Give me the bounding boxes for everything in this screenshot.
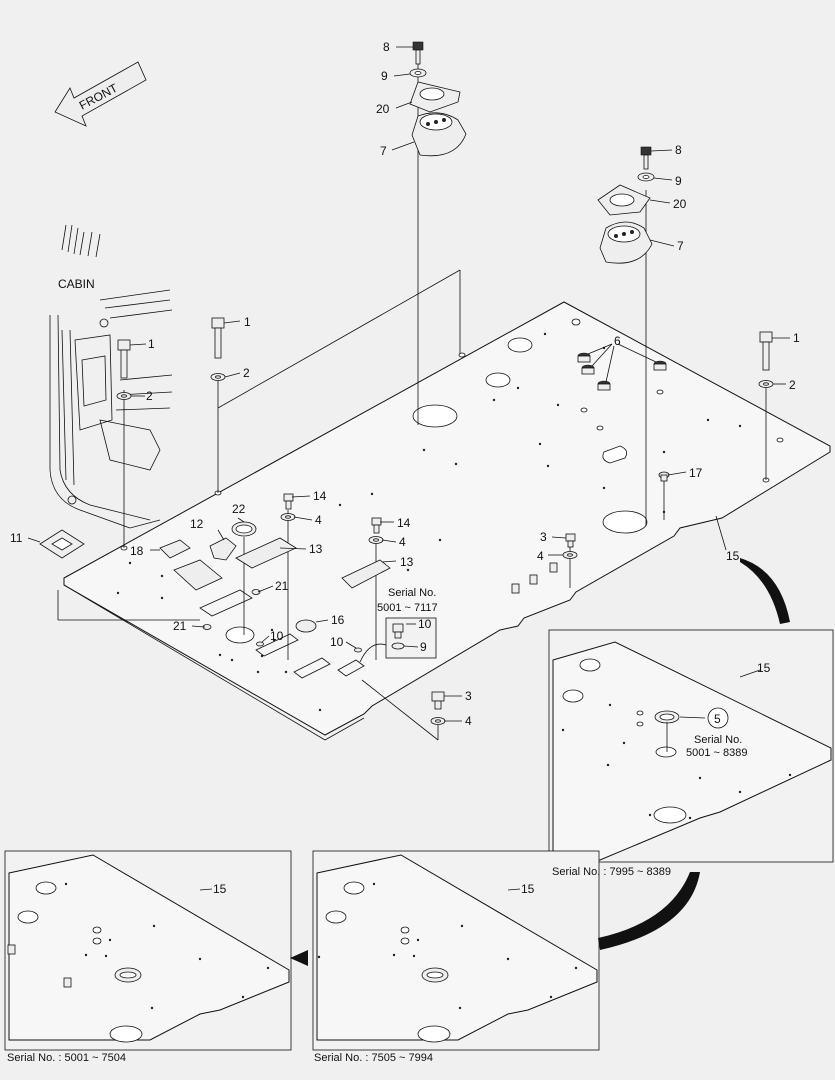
callout-16: 16 [331,613,345,627]
callout-21: 21 [173,619,187,633]
cabin-sketch: CABIN [49,224,173,529]
callout-12: 12 [190,517,204,531]
callout-22: 22 [232,502,246,516]
serial-range-a: 5001 ~ 7117 [377,602,438,614]
callout-3: 3 [465,689,472,703]
callout-8: 8 [675,143,682,157]
callout-1: 1 [148,337,155,351]
callout-13: 13 [400,555,414,569]
callout-15: 15 [757,661,771,675]
callout-4: 4 [465,714,472,728]
callout-15: 15 [213,882,227,896]
callout-18: 18 [130,544,144,558]
callout-7: 7 [677,239,684,253]
callout-21: 21 [275,579,289,593]
callout-20: 20 [376,102,390,116]
callout-15: 15 [521,882,535,896]
callout-10: 10 [330,635,344,649]
serial-range-b: 5001 ~ 8389 [686,747,747,759]
leader-lines [27,46,790,891]
mount-assembly-b [597,146,655,264]
callout-10: 10 [418,617,432,631]
callout-14: 14 [313,489,327,503]
front-arrow: FRONT [54,61,147,127]
callout-9: 9 [420,640,427,654]
callout-8: 8 [383,40,390,54]
inset-panel-middle [312,850,600,1051]
callout-2: 2 [146,389,153,403]
serial-label-b: Serial No. [694,734,742,746]
callout-numbers: 8 9 20 7 8 9 20 7 1 2 1 2 1 2 6 17 14 4 … [10,40,800,896]
callout-6: 6 [614,334,621,348]
plate-dots [116,332,742,712]
callout-17: 17 [689,466,703,480]
callout-20: 20 [673,197,687,211]
caption-middle-inset: Serial No. : 7505 ~ 7994 [314,1052,433,1064]
inset-a [359,617,437,663]
bolts [116,317,774,725]
inset-panel-right [548,629,834,863]
mount-assembly-a [409,41,467,157]
floor-plate [63,301,831,741]
callout-7: 7 [380,144,387,158]
caption-left-inset: Serial No. : 5001 ~ 7504 [7,1052,126,1064]
callout-4: 4 [399,535,406,549]
callout-14: 14 [397,516,411,530]
serial-labels: Serial No. 5001 ~ 7117 Serial No. 5001 ~… [7,587,747,1064]
callout-2: 2 [789,378,796,392]
callout-4: 4 [537,549,544,563]
callout-15: 15 [726,549,740,563]
callout-1: 1 [793,331,800,345]
callout-3: 3 [540,530,547,544]
callout-10: 10 [270,629,284,643]
callout-9: 9 [381,69,388,83]
small-parts [39,521,391,653]
callout-1: 1 [244,315,251,329]
callout-11: 11 [10,531,23,545]
serial-label-a: Serial No. [388,587,436,599]
callout-5: 5 [714,712,721,726]
flow-arrows [290,558,790,966]
caption-right-inset: Serial No. : 7995 ~ 8389 [552,866,671,878]
callout-9: 9 [675,174,682,188]
callout-4: 4 [315,513,322,527]
callout-2: 2 [243,366,250,380]
inset-panel-left [4,850,292,1051]
callout-13: 13 [309,542,323,556]
cabin-label: CABIN [58,277,95,291]
